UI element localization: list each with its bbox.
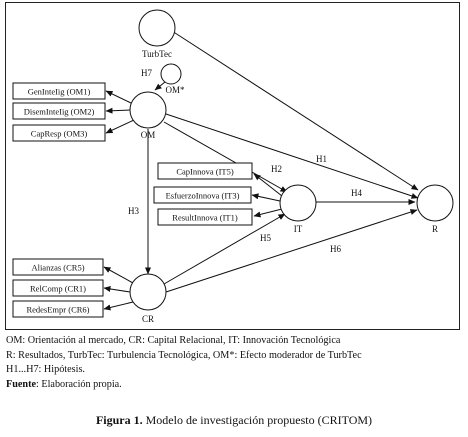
edge-om-om3 [105, 119, 135, 134]
edge-om-it [163, 121, 288, 193]
box-om2 [12, 102, 106, 120]
research-model-diagram: GenInteIig (OM1) DisemInteIig (OM2) CapR… [12, 9, 454, 324]
label-r: R [432, 224, 438, 234]
note-line-3: H1...H7: Hipótesis. [6, 364, 85, 375]
note-line-1: OM: Orientación al mercado, CR: Capital … [6, 335, 341, 346]
edge-cr-cr5 [103, 266, 134, 284]
box-cr6 [12, 300, 104, 318]
node-om [129, 91, 167, 129]
note-line-2: R: Resultados, TurbTec: Turbulencia Tecn… [6, 349, 362, 361]
hypothesis-h3: H3 [128, 206, 139, 216]
hypothesis-h5: H5 [260, 233, 271, 243]
source-note: Fuente: Elaboración propia. [6, 378, 461, 393]
box-om3 [12, 124, 106, 142]
edge-it-it1 [253, 208, 283, 218]
indicator-cr5: Alianzas (CR5) [31, 263, 84, 273]
caption-label: Figura 1. [95, 413, 143, 427]
box-it1 [157, 208, 253, 226]
label-it: IT [294, 224, 303, 234]
edge-it-it3 [251, 193, 281, 202]
edge-cr-cr6 [103, 301, 134, 311]
edge-cr-cr1 [103, 286, 131, 293]
box-it3 [153, 186, 252, 204]
figure-caption: Figura 1. Modelo de investigación propue… [0, 413, 468, 428]
node-turbtec [138, 9, 176, 47]
caption-text: Modelo de investigación propuesto (CRITO… [142, 413, 373, 427]
node-it [279, 184, 317, 222]
edge-om-r [165, 113, 419, 199]
edge-cr-r [165, 209, 418, 293]
node-om-star [160, 63, 182, 85]
indicator-om1: GenInteIig (OM1) [28, 87, 91, 97]
indicator-cr1: RelComp (CR1) [30, 284, 86, 294]
hypothesis-h7: H7 [141, 68, 152, 78]
box-cr5 [12, 258, 104, 276]
box-cr1 [12, 279, 104, 297]
indicator-cr6: RedesEmpr (CR6) [26, 305, 89, 315]
edge-om-om1 [105, 90, 132, 104]
node-cr [129, 273, 167, 311]
legend-notes: OM: Orientación al mercado, CR: Capital … [6, 334, 461, 392]
edge-cr-it [163, 213, 286, 285]
label-om-star: OM* [165, 85, 185, 95]
indicator-it5: CapInnova (IT5) [176, 167, 234, 177]
indicator-om2: DisemInteIig (OM2) [24, 107, 95, 117]
diagram-frame [5, 2, 460, 330]
hypothesis-h2: H2 [271, 164, 282, 174]
label-om: OM [141, 130, 156, 140]
indicator-it3: EsfuerzoInnova (IT3) [166, 191, 240, 201]
edge-om-om2 [105, 107, 131, 114]
box-om1 [12, 82, 106, 100]
source-text: : Elaboración propia. [36, 378, 122, 390]
edge-turbtec-r [171, 30, 419, 191]
hypothesis-h6: H6 [330, 244, 341, 254]
indicator-it1: ResultInnova (IT1) [172, 213, 238, 223]
hypothesis-h4: H4 [351, 188, 362, 198]
hypothesis-h1: H1 [316, 154, 327, 164]
edge-omstar-om [154, 81, 166, 91]
edge-it-it5 [253, 173, 283, 197]
label-turbtec: TurbTec [142, 49, 172, 59]
label-cr: CR [142, 314, 154, 324]
source-label: Fuente [6, 378, 36, 390]
box-it5 [157, 162, 253, 180]
node-r [416, 184, 454, 222]
indicator-om3: CapResp (OM3) [31, 129, 88, 139]
